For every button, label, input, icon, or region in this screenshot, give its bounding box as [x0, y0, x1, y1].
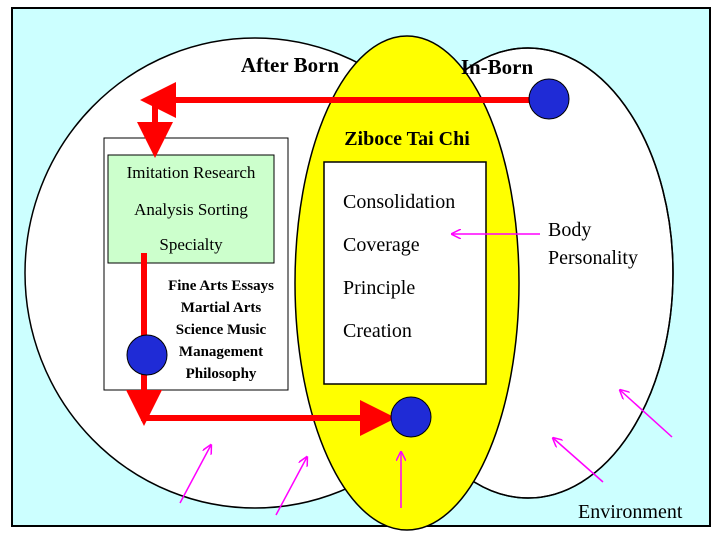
label-after-born: After Born: [241, 53, 339, 77]
label-body: Body: [548, 219, 591, 241]
label-personality: Personality: [548, 247, 638, 269]
left-list-line: Martial Arts: [181, 300, 262, 316]
magenta-arrow-2: [275, 457, 307, 516]
left-list-line: Management: [179, 344, 263, 360]
left-list-line: Science Music: [176, 322, 267, 338]
center-box: [323, 161, 487, 385]
center-box-line: Principle: [343, 277, 415, 299]
green-box-line: Analysis Sorting: [134, 200, 248, 219]
green-box-line: Specialty: [159, 235, 223, 254]
label-in-born: In-Born: [461, 55, 534, 79]
magenta-arrow-5: [620, 390, 673, 438]
left-list-line: Philosophy: [186, 366, 257, 382]
blue-dot-left: [126, 334, 168, 376]
label-environment: Environment: [578, 501, 683, 523]
center-box-line: Consolidation: [343, 191, 455, 213]
blue-dot-in-born: [528, 78, 570, 120]
magenta-arrow-4: [553, 438, 604, 483]
green-box-line: Imitation Research: [127, 163, 256, 182]
center-box-line: Creation: [343, 320, 412, 342]
left-list-line: Fine Arts Essays: [168, 278, 274, 294]
red-arrow-down-to-green: [137, 97, 173, 158]
label-ziboce: Ziboce Tai Chi: [344, 128, 470, 150]
green-box: [107, 154, 275, 264]
center-box-line: Coverage: [343, 234, 420, 256]
magenta-arrow-1: [179, 445, 211, 504]
blue-dot-center: [390, 396, 432, 438]
